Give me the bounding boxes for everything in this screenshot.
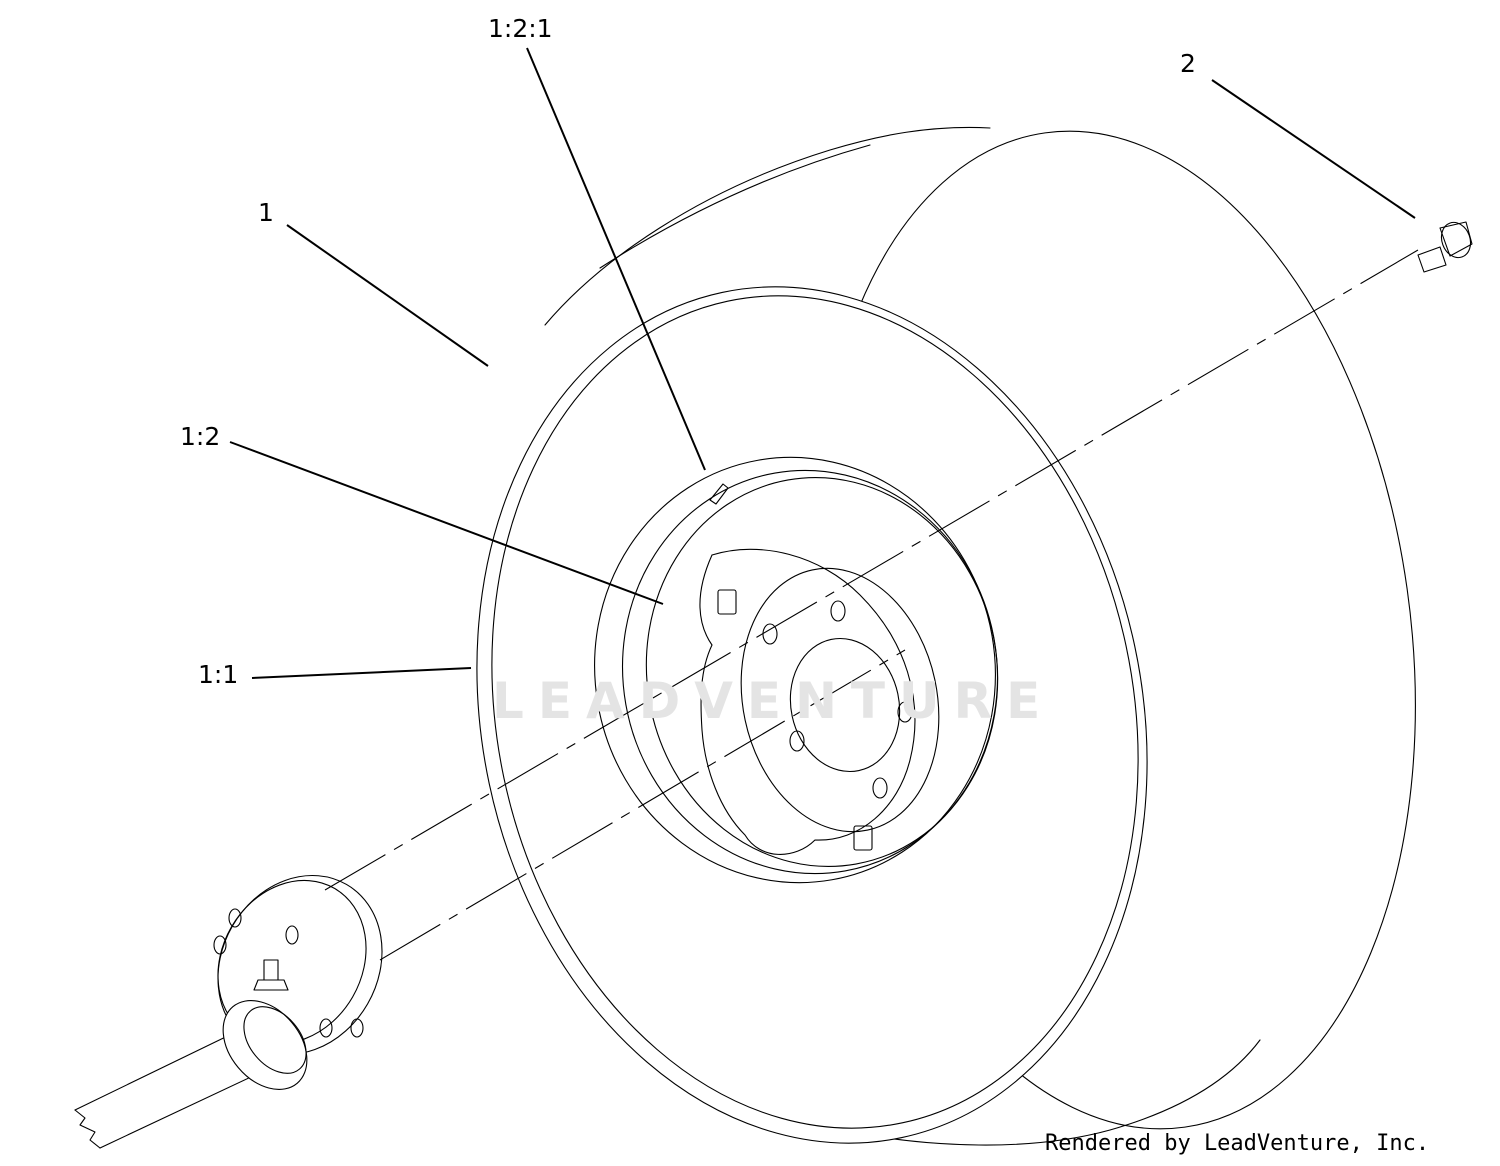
leader-1-2-1 (526, 47, 706, 471)
rim (594, 456, 999, 884)
axle-center-line (324, 249, 1419, 891)
callout-1-2-1: 1:2:1 (488, 14, 553, 43)
leader-1-2 (229, 441, 664, 605)
lug-bolt (1417, 221, 1473, 273)
render-credit: Rendered by LeadVenture, Inc. (1045, 1131, 1429, 1156)
hub-center-line (379, 649, 906, 961)
callout-2: 2 (1180, 49, 1196, 78)
axle-hub (74, 874, 383, 1149)
leader-2 (1211, 79, 1416, 219)
leader-1 (286, 224, 489, 367)
callout-1-1: 1:1 (198, 660, 238, 689)
callout-1: 1 (258, 198, 274, 227)
watermark-text: LEADVENTURE (492, 672, 1054, 730)
leader-1-1 (251, 667, 472, 679)
tire (476, 126, 1416, 1146)
callout-1-2: 1:2 (180, 422, 220, 451)
